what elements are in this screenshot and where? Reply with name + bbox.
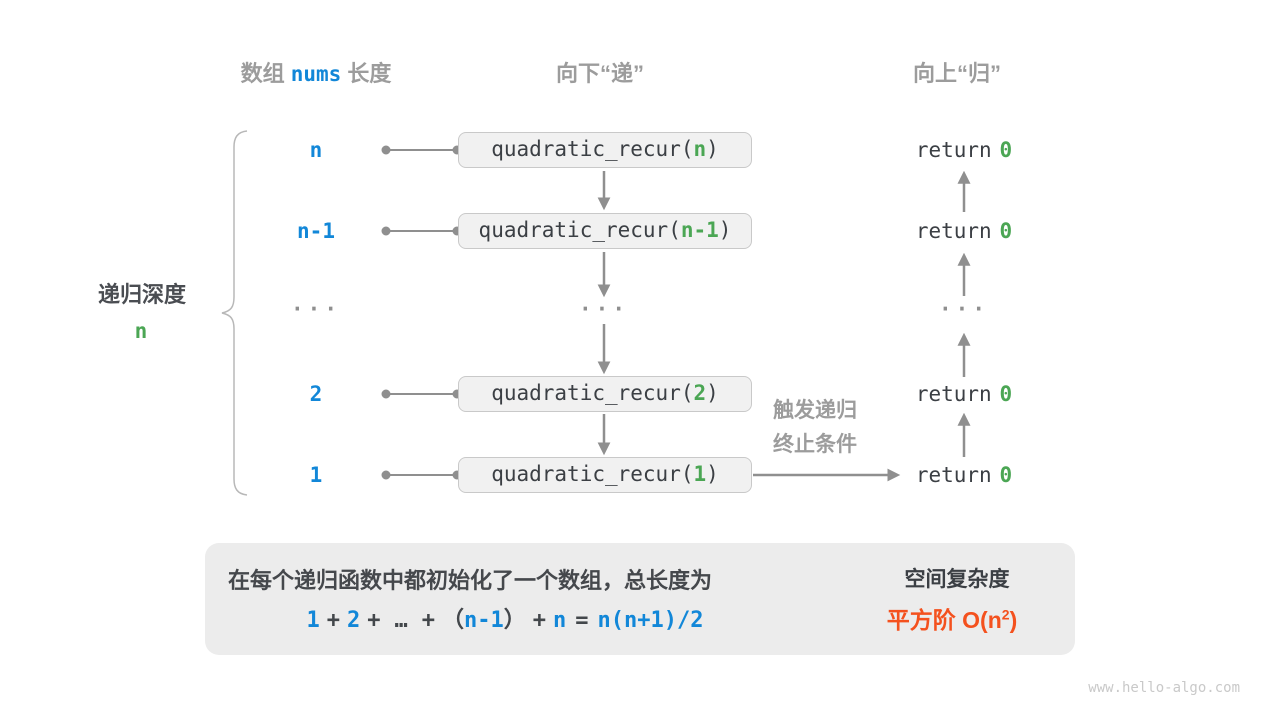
ellipsis-right: ... [939,291,989,316]
summary-formula: 1+2+…+（n-1）+n=n(n+1)/2 [307,602,704,634]
call-box: quadratic_recur(n-1) [458,213,752,249]
formula-ellipsis: … [394,608,408,633]
complexity-exponent: 2 [1001,606,1010,623]
return-keyword: return [915,463,992,487]
call-prefix: quadratic_recur( [491,462,694,486]
formula-term: n [553,608,567,633]
formula-operator: + [367,608,381,633]
call-box: quadratic_recur(n) [458,132,752,168]
array-length-post: 长度 [347,61,392,86]
return-statement: return 0 [916,219,1012,243]
formula-term: 1 [306,608,320,633]
formula-term: 2 [347,608,361,633]
complexity-pre: 平方阶 O(n [886,607,1002,633]
base-case-label-line2: 终止条件 [773,433,857,456]
array-length-label: 1 [309,463,323,487]
formula-equals: = [575,608,589,633]
return-statement: return 0 [916,138,1012,162]
array-length-label: n [309,138,323,162]
formula-operator: + [421,608,435,633]
return-keyword: return [915,382,992,406]
call-box: quadratic_recur(1) [458,457,752,493]
formula-operator: + [326,608,340,633]
ellipsis-middle: ... [579,291,629,316]
call-arg: n [693,137,707,161]
call-suffix: ) [706,137,719,161]
return-value: 0 [999,382,1013,406]
call-connector-lines [381,145,462,480]
formula-paren: （ [442,608,465,633]
base-case-label-line1: 触发递归 [773,399,857,422]
recursion-depth-value: n [134,319,148,343]
call-suffix: ) [706,462,719,486]
return-keyword: return [915,138,992,162]
array-nums-code: nums [290,62,342,86]
return-statement: return 0 [916,382,1012,406]
col-header-return-up: 向上“归” [912,61,1002,86]
ellipsis-left: ... [291,291,341,316]
return-statement: return 0 [916,463,1012,487]
array-length-label: 2 [309,382,323,406]
formula-term: n-1 [464,608,504,633]
call-arg: 2 [693,381,707,405]
array-length-pre: 数组 [240,61,285,86]
call-prefix: quadratic_recur( [491,137,694,161]
return-keyword: return [915,219,992,243]
summary-box [205,543,1075,655]
recursion-depth-brace [221,130,248,496]
return-value: 0 [999,219,1013,243]
col-header-recurse-down: 向下“递” [555,61,645,86]
complexity-post: ) [1009,607,1018,633]
watermark: www.hello-algo.com [1088,680,1240,696]
call-suffix: ) [706,381,719,405]
space-complexity-title: 空间复杂度 [904,568,1010,591]
col-header-array-length: 数组 nums 长度 [241,56,392,88]
call-prefix: quadratic_recur( [491,381,694,405]
summary-description: 在每个递归函数中都初始化了一个数组，总长度为 [227,568,713,593]
recursion-depth-label: 递归深度 [97,282,187,307]
return-value: 0 [999,463,1013,487]
call-prefix: quadratic_recur( [478,218,681,242]
space-complexity-value: 平方阶 O(n2) [887,601,1017,635]
formula-operator: + [532,608,547,633]
return-value: 0 [999,138,1013,162]
formula-result: n(n+1)/2 [597,608,704,633]
formula-paren: ） [503,608,526,633]
call-box: quadratic_recur(2) [458,376,752,412]
call-suffix: ) [718,218,732,242]
call-arg: 1 [693,462,707,486]
call-arg: n-1 [680,218,719,242]
array-length-label: n-1 [297,219,335,243]
